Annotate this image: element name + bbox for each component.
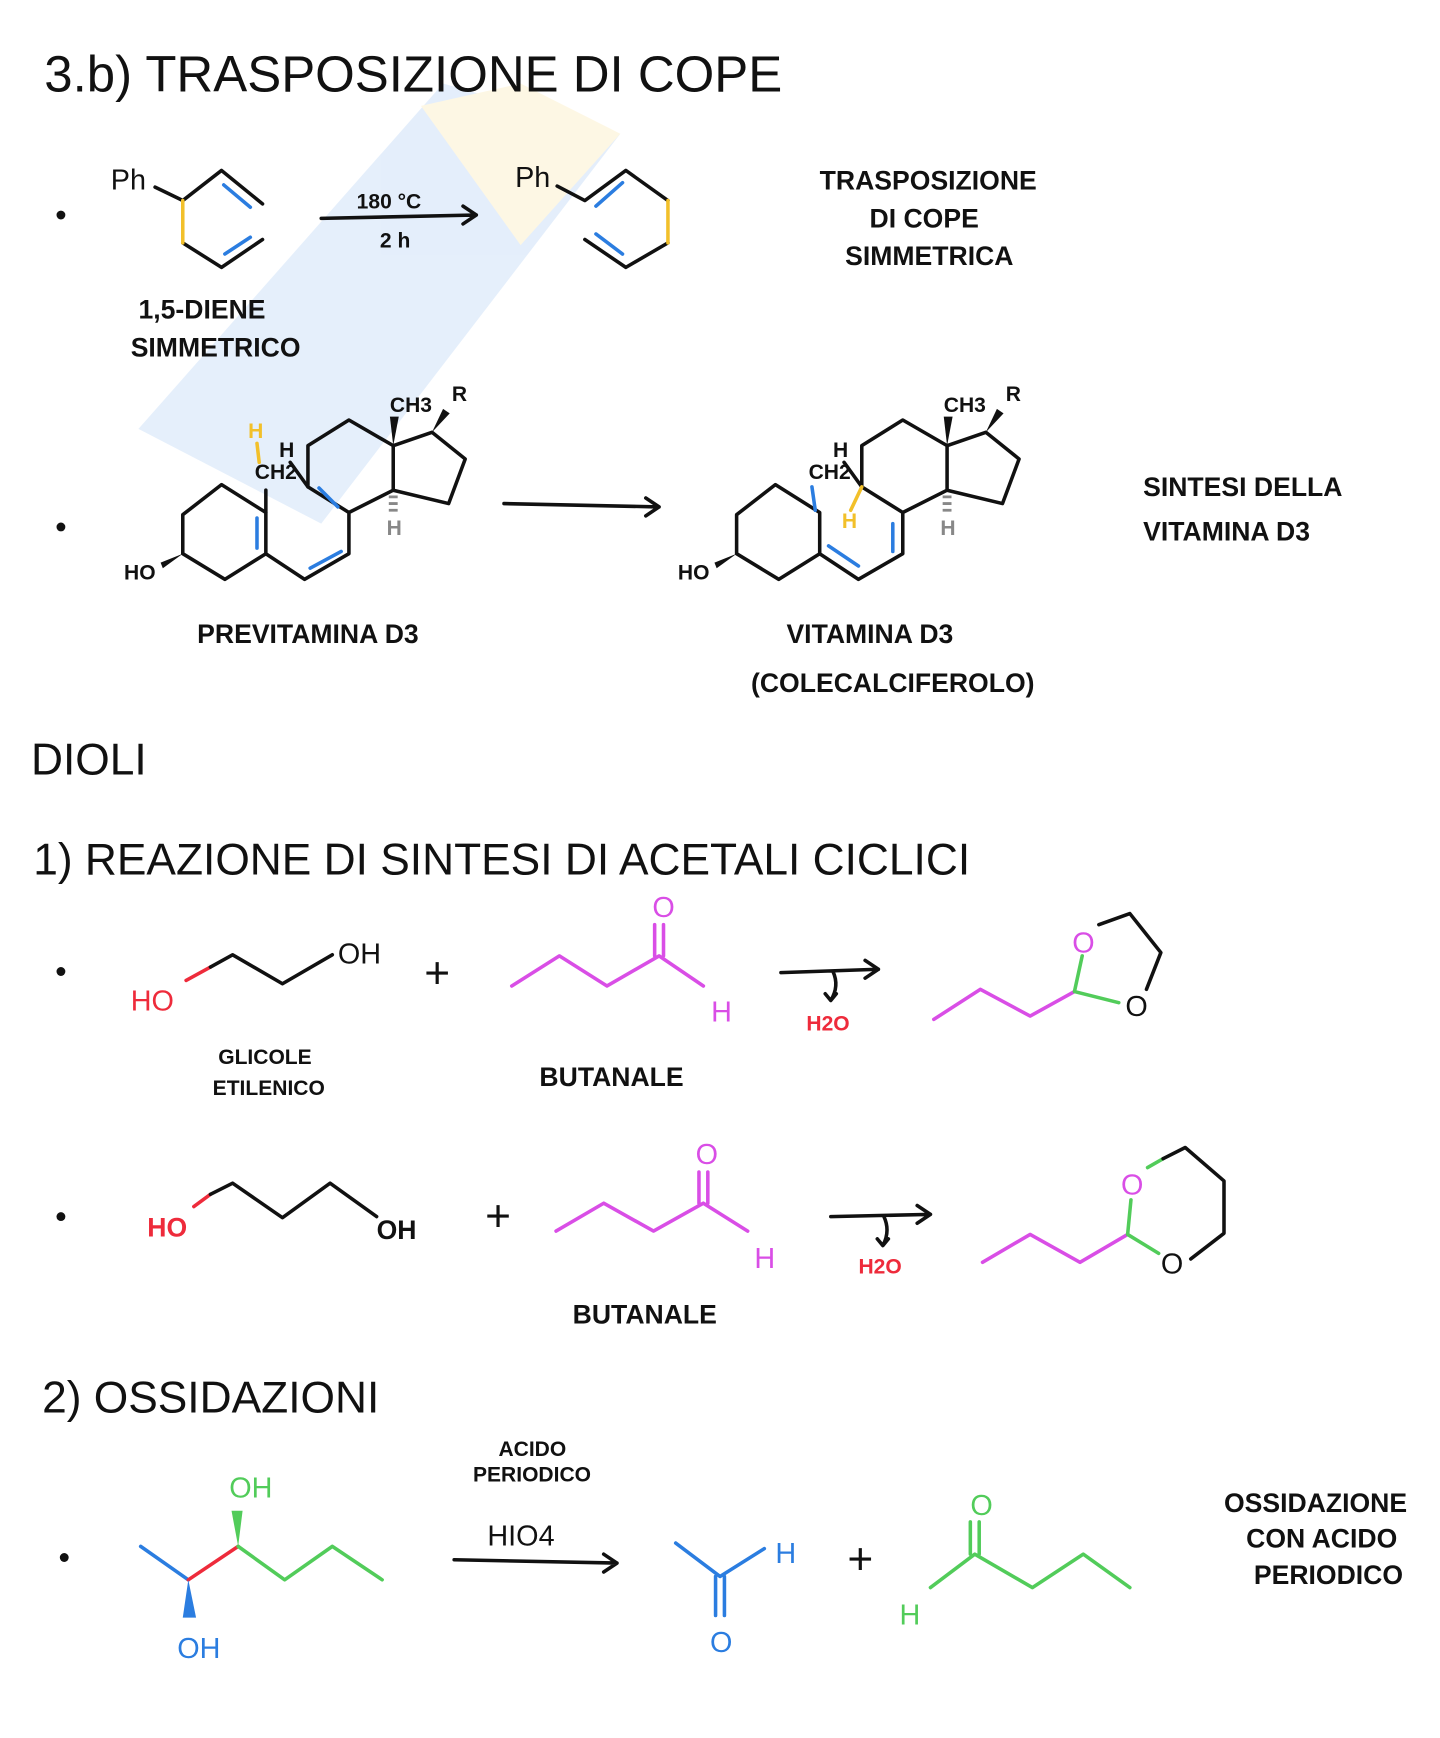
plus-sign: + <box>424 949 450 998</box>
oh-label: OH <box>338 939 381 971</box>
ch2-label: CH2 <box>255 461 297 484</box>
reactant-label: SIMMETRICO <box>131 332 301 362</box>
bullet <box>56 1212 66 1222</box>
reagent-label: PERIODICO <box>473 1464 591 1487</box>
subsection-title-oxidations: 2) OSSIDAZIONI <box>42 1374 379 1423</box>
oh-label: OH <box>377 1215 417 1245</box>
oh-label: OH <box>229 1472 272 1504</box>
bullets <box>56 210 69 1562</box>
ho-label: HO <box>124 561 156 584</box>
reaction-arrow <box>502 496 661 518</box>
reaction-arrow: 180 °C 2 h <box>319 190 479 252</box>
watermark-logo <box>138 83 621 524</box>
note-text: VITAMINA D3 <box>1143 516 1310 546</box>
note-text: DI COPE <box>870 203 979 233</box>
byproduct-label: H2O <box>858 1255 901 1278</box>
h-label: H <box>387 517 402 540</box>
h-label: H <box>775 1538 796 1570</box>
note-text: SIMMETRICA <box>845 241 1013 271</box>
h-label: H <box>833 439 848 462</box>
reagent-label: ACIDO <box>498 1438 566 1461</box>
h-label: H <box>899 1599 920 1631</box>
bullet <box>56 522 66 532</box>
propanediol: HO OH <box>147 1181 417 1245</box>
reagent-formula: HIO4 <box>487 1520 554 1552</box>
diene-product: Ph <box>515 162 670 270</box>
ethylene-glycol: HO OH <box>131 939 381 1018</box>
section-title-cope: 3.b) TRASPOSIZIONE DI COPE <box>44 45 782 102</box>
note-text: SINTESI DELLA <box>1143 472 1342 502</box>
ch3-label: CH3 <box>944 394 986 417</box>
plus-sign: + <box>485 1192 511 1241</box>
diene-reactant: Ph <box>111 164 265 270</box>
o-label: O <box>652 892 674 924</box>
byproduct-label: H2O <box>806 1012 849 1035</box>
condition-temp: 180 °C <box>357 190 422 213</box>
o-label: O <box>1125 991 1147 1023</box>
h-label: H <box>711 997 732 1029</box>
h-label: H <box>248 420 263 443</box>
reaction-arrow: H2O <box>828 1203 933 1278</box>
ph-label: Ph <box>515 162 550 194</box>
note-text: OSSIDAZIONE <box>1224 1488 1407 1518</box>
butanal-product: O H <box>899 1490 1132 1631</box>
vitamin-d3-structure: HO H CH2 H CH3 R H <box>678 383 1021 584</box>
h-label: H <box>754 1243 775 1275</box>
reactant-label: 1,5-DIENE <box>138 295 265 325</box>
diol-label: GLICOLE <box>218 1046 311 1069</box>
aldehyde-label: BUTANALE <box>539 1062 683 1092</box>
butanal: O H <box>554 1139 775 1275</box>
dioxolane-product: O O <box>932 911 1163 1023</box>
dioxane-product: O O <box>980 1145 1226 1280</box>
ch2-label: CH2 <box>809 461 851 484</box>
diol-reactant: OH OH <box>138 1472 384 1665</box>
note-text: TRASPOSIZIONE <box>820 165 1037 195</box>
reaction-arrow: H2O <box>779 958 881 1036</box>
bullet <box>56 967 66 976</box>
o-label: O <box>1161 1248 1183 1280</box>
diol-label: ETILENICO <box>213 1077 325 1100</box>
r-label: R <box>1006 383 1021 406</box>
ch3-label: CH3 <box>390 394 432 417</box>
h-label: H <box>279 439 294 462</box>
reaction-arrow: ACIDO PERIODICO HIO4 <box>452 1438 619 1574</box>
condition-time: 2 h <box>380 229 410 252</box>
reactant-label: PREVITAMINA D3 <box>197 619 419 649</box>
aldehyde-label: BUTANALE <box>573 1299 717 1329</box>
bullet <box>59 1553 69 1562</box>
butanal: O H <box>509 892 732 1029</box>
note-text: PERIODICO <box>1254 1560 1403 1590</box>
o-label: O <box>970 1490 992 1522</box>
formaldehyde-product: O H <box>673 1538 796 1659</box>
h-label: H <box>940 517 955 540</box>
o-label: O <box>696 1139 718 1171</box>
note-text: CON ACIDO <box>1246 1523 1397 1553</box>
o-label: O <box>1072 927 1094 959</box>
r-label: R <box>452 383 467 406</box>
ho-label: HO <box>147 1213 187 1243</box>
h-label: H <box>842 510 857 533</box>
o-label: O <box>1121 1169 1143 1201</box>
o-label: O <box>710 1627 732 1659</box>
ho-label: HO <box>678 561 710 584</box>
ph-label: Ph <box>111 164 146 196</box>
previtamin-d3-structure: HO H H CH2 CH3 R H <box>124 383 467 584</box>
ho-label: HO <box>131 985 174 1017</box>
oh-label: OH <box>177 1633 220 1665</box>
subsection-title-acetals: 1) REAZIONE DI SINTESI DI ACETALI CICLIC… <box>33 835 970 884</box>
plus-sign: + <box>847 1535 873 1584</box>
product-label: VITAMINA D3 <box>786 619 953 649</box>
section-title-dioli: DIOLI <box>31 735 147 784</box>
bullet <box>56 210 66 220</box>
product-label: (COLECALCIFEROLO) <box>751 668 1034 698</box>
